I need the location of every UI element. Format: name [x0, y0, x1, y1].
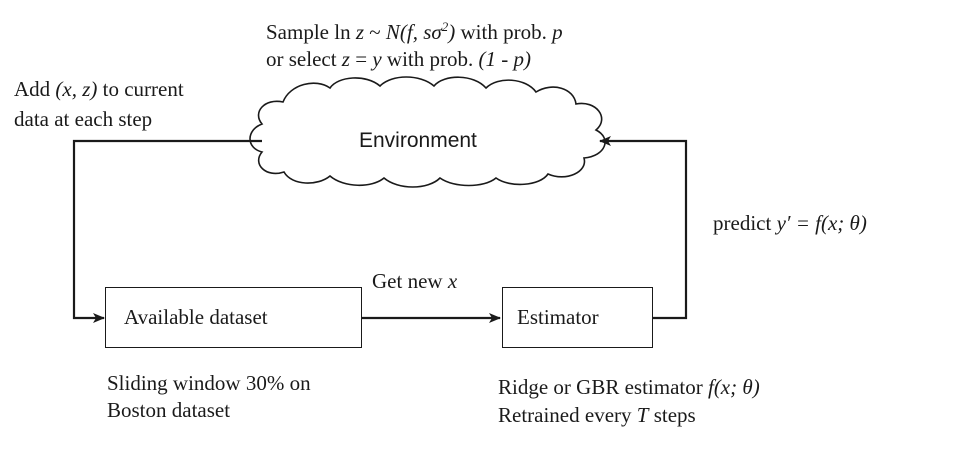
estimator-note-suffix: steps	[648, 403, 696, 427]
estimator-note-line2: Retrained every T steps	[498, 402, 696, 428]
estimator-note-expr: f(x; θ)	[707, 375, 760, 399]
add-note-suffix: to current	[97, 77, 184, 101]
estimator-box: Estimator	[502, 287, 653, 348]
sample-dist: N(f, sσ	[385, 20, 442, 44]
sample-tilde: ~	[364, 20, 386, 44]
add-note-var: (x, z)	[55, 77, 98, 101]
select-z: z	[341, 47, 350, 71]
arrow-env-to-dataset	[72, 139, 262, 323]
estimator-note-prefix: Ridge or GBR estimator	[498, 375, 708, 399]
get-new-var: x	[447, 269, 458, 293]
available-dataset-label: Available dataset	[124, 305, 268, 329]
arrow-estimator-to-env	[599, 136, 688, 320]
add-note-line2: data at each step	[14, 107, 153, 131]
select-q: (1 - p)	[478, 47, 531, 71]
sample-dist-sup: 2	[441, 19, 449, 34]
predict-prefix: predict	[713, 211, 777, 235]
sample-prefix: Sample ln	[266, 20, 356, 44]
select-eq: =	[349, 47, 373, 71]
estimator-note-prefix2: Retrained every	[498, 403, 637, 427]
add-note-line1: Add (x, z) to current	[14, 76, 184, 102]
estimator-label: Estimator	[517, 305, 599, 329]
select-y: y	[372, 47, 382, 71]
predict-expr: y′ = f(x; θ)	[776, 211, 867, 235]
sample-p: p	[552, 20, 563, 44]
sample-dist-close: )	[448, 20, 456, 44]
add-note-prefix: Add	[14, 77, 56, 101]
estimator-note-var: T	[636, 403, 649, 427]
environment-label: Environment	[359, 129, 477, 152]
sliding-note-line2: Boston dataset	[107, 398, 231, 422]
sample-rule-text: Sample ln z ~ N(f, sσ2) with prob. p	[266, 19, 563, 45]
sliding-note-line1: Sliding window 30% on	[107, 371, 311, 395]
available-dataset-box: Available dataset	[105, 287, 362, 348]
sample-mid: with prob.	[455, 20, 553, 44]
select-mid: with prob.	[381, 47, 479, 71]
sample-z: z	[355, 20, 365, 44]
get-new-prefix: Get new	[372, 269, 448, 293]
predict-note: predict y′ = f(x; θ)	[713, 210, 867, 236]
select-rule-text: or select z = y with prob. (1 - p)	[266, 46, 531, 72]
estimator-note-line1: Ridge or GBR estimator f(x; θ)	[498, 374, 760, 400]
select-prefix: or select	[266, 47, 342, 71]
get-new-label: Get new x	[372, 268, 457, 294]
environment-cloud	[249, 76, 606, 188]
